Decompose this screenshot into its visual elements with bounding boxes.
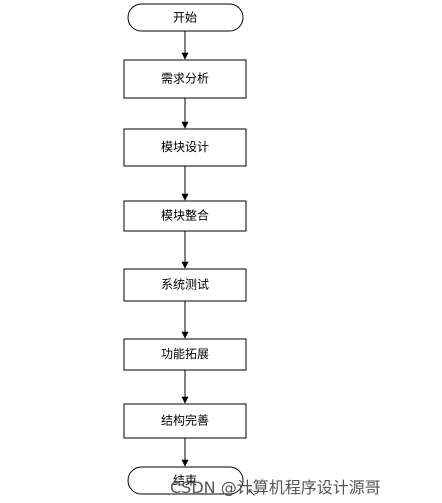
process-step-1: 需求分析 xyxy=(123,59,247,99)
start-node-label: 开始 xyxy=(173,11,197,25)
process-step-2-shape xyxy=(123,128,247,167)
process-step-2: 模块设计 xyxy=(123,128,247,167)
process-step-1-label: 需求分析 xyxy=(161,72,209,86)
process-step-6-shape xyxy=(123,403,247,439)
process-step-5: 功能拓展 xyxy=(123,338,247,371)
process-step-4-shape xyxy=(123,268,247,302)
process-step-5-shape xyxy=(123,338,247,371)
process-step-1-shape xyxy=(123,59,247,99)
watermark-text: CSDN @计算机程序设计源哥 xyxy=(170,478,381,497)
end-node: 结束 xyxy=(127,466,244,495)
process-step-5-label: 功能拓展 xyxy=(161,347,209,361)
process-step-6: 结构完善 xyxy=(123,403,247,439)
process-step-4-label: 系统测试 xyxy=(161,277,209,292)
start-node-shape xyxy=(127,3,244,32)
process-step-4: 系统测试 xyxy=(123,268,247,302)
process-step-3-label: 模块整合 xyxy=(161,208,209,223)
process-step-3-shape xyxy=(123,200,247,232)
cursor-icon: ↖ xyxy=(247,486,257,499)
end-node-shape xyxy=(127,466,244,495)
end-node-label: 结束 xyxy=(173,474,197,488)
process-step-6-label: 结构完善 xyxy=(161,413,209,428)
process-step-3: 模块整合 xyxy=(123,200,247,232)
start-node: 开始 xyxy=(127,3,244,32)
process-step-2-label: 模块设计 xyxy=(161,140,209,154)
